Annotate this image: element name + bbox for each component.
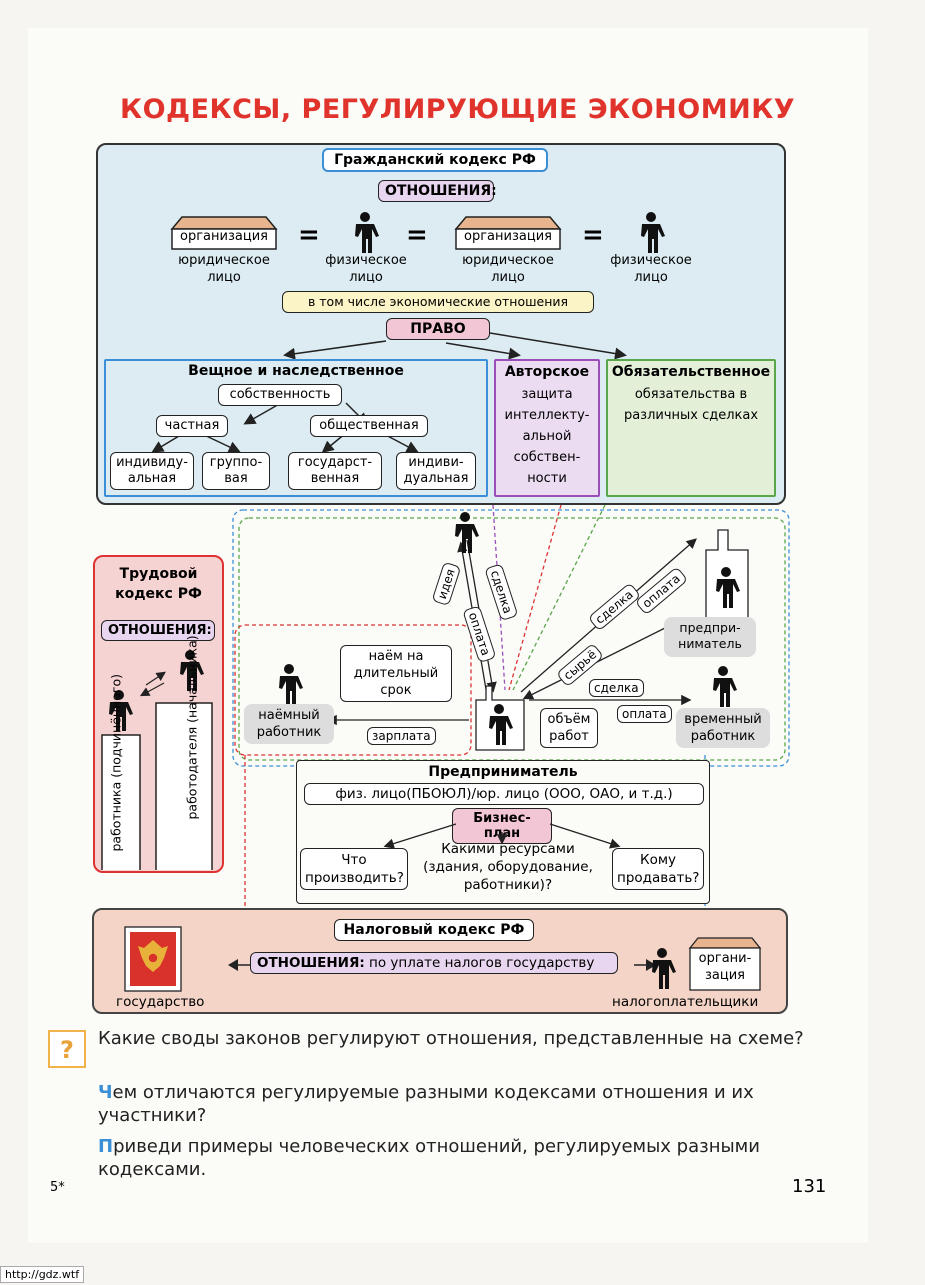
law-label: ПРАВО — [386, 318, 490, 340]
labor-relations-label: ОТНОШЕНИЯ: — [101, 620, 215, 641]
state-box: государст-венная — [288, 452, 382, 490]
tax-relation-arrow — [228, 959, 656, 971]
civil-code-heading: Гражданский кодекс РФ — [322, 148, 548, 172]
entrepreneur-person-icon — [716, 567, 740, 608]
work-volume-box: объём работ — [540, 708, 598, 748]
civil-relations-label: ОТНОШЕНИЯ: — [378, 180, 497, 202]
salary-tag: зарплата — [367, 727, 436, 745]
organization-label: организация — [464, 229, 552, 244]
question-2: Чем отличаются регулируемые разными коде… — [98, 1081, 828, 1127]
property-law-panel — [104, 359, 488, 497]
central-entrepreneur-person-icon — [489, 704, 513, 745]
question-3-text: риведи примеры человеческих отношений, р… — [98, 1136, 760, 1180]
tax-code-heading: Налоговый кодекс РФ — [334, 919, 534, 941]
individual-box: индивиду-альная — [110, 452, 194, 490]
organization-building-icon — [454, 216, 562, 250]
question-3-initial: П — [98, 1136, 114, 1157]
page-number: 131 — [792, 1176, 827, 1197]
hired-worker-person-icon — [279, 664, 303, 705]
tax-relations-bold: ОТНОШЕНИЯ: — [257, 955, 365, 971]
employee-label: работника (подчинённого) — [108, 673, 124, 852]
whom-to-sell-box: Кому продавать? — [612, 848, 704, 890]
tax-relations-label: ОТНОШЕНИЯ: по уплате налогов государству — [250, 952, 618, 974]
group-box: группо-вая — [202, 452, 270, 490]
labor-relations-diagram — [101, 671, 213, 870]
taxpayer-person-icon — [652, 948, 676, 989]
natural-person-label: физическое лицо — [325, 253, 407, 285]
source-link[interactable]: http://gdz.wtf — [0, 1266, 85, 1283]
state-emblem-icon — [124, 926, 182, 992]
natural-person-label: физическое лицо — [610, 253, 692, 285]
obligation-heading: Обязательственное — [611, 364, 771, 380]
obligation-law-panel — [606, 359, 776, 497]
person-icon — [641, 212, 665, 253]
author-law-panel — [494, 359, 600, 497]
hire-note: наём на длительный срок — [340, 645, 452, 702]
entrepreneur-forms-box: физ. лицо(ПБОЮЛ)/юр. лицо (ООО, ОАО, и т… — [304, 783, 704, 805]
deal-tag-3: сделка — [589, 679, 644, 697]
equals-sign: = — [406, 220, 428, 250]
legal-person-label: юридическое лицо — [462, 253, 554, 285]
payment-tag-3: оплата — [617, 705, 672, 723]
what-to-produce-box: Что производить? — [300, 848, 408, 890]
question-1: Какие своды законов регулируют отношения… — [98, 1028, 804, 1049]
author-text: защита интеллекту-альной собствен-ности — [504, 387, 590, 486]
idea-author-person-icon — [455, 512, 479, 553]
property-heading: Вещное и наследственное — [188, 363, 404, 379]
signature-mark: 5* — [50, 1180, 65, 1195]
equals-sign: = — [582, 220, 604, 250]
tax-relations-text: по уплате налогов государству — [369, 955, 595, 971]
labor-code-heading: Трудовой кодекс РФ — [115, 566, 202, 602]
employer-label: работодателя (начальника) — [184, 635, 200, 820]
taxpayer-org-label: органи-зация — [698, 951, 752, 983]
author-heading: Авторское — [504, 364, 590, 380]
employer-person-icon — [180, 650, 204, 691]
question-3: Приведи примеры человеческих отношений, … — [98, 1135, 828, 1181]
taxpayer-organization-icon — [688, 937, 762, 991]
obligation-text: обязательства в различных сделках — [623, 387, 759, 423]
taxpayers-label: налогоплательщики — [612, 994, 759, 1010]
entrepreneur-label: предпри-ниматель — [664, 617, 756, 657]
business-plan-arrows — [383, 823, 621, 849]
legal-person-label: юридическое лицо — [178, 253, 270, 285]
state-label: государство — [116, 994, 205, 1010]
question-2-initial: Ч — [98, 1082, 113, 1103]
organization-building-icon — [170, 216, 278, 250]
resources-text: Какими ресурсами (здания, оборудование, … — [423, 841, 593, 893]
temp-worker-label: временный работник — [676, 708, 770, 748]
public-ownership-box: общественная — [310, 415, 428, 437]
private-ownership-box: частная — [156, 415, 228, 437]
question-2-text: ем отличаются регулируемые разными кодек… — [98, 1082, 754, 1126]
entrepreneur-heading: Предприниматель — [428, 764, 578, 780]
individual2-box: индиви-дуальная — [396, 452, 476, 490]
question-mark-icon: ? — [48, 1030, 86, 1068]
page-title: КОДЕКСЫ, РЕГУЛИРУЮЩИЕ ЭКОНОМИКУ — [120, 94, 796, 125]
temp-worker-person-icon — [713, 666, 737, 707]
employee-person-icon — [109, 690, 133, 731]
person-icon — [355, 212, 379, 253]
organization-label: организация — [180, 229, 268, 244]
ownership-box: собственность — [218, 384, 342, 406]
economic-relations-note: в том числе экономические отношения — [282, 291, 594, 313]
equals-sign: = — [298, 220, 320, 250]
hired-worker-label: наёмный работник — [244, 704, 334, 744]
